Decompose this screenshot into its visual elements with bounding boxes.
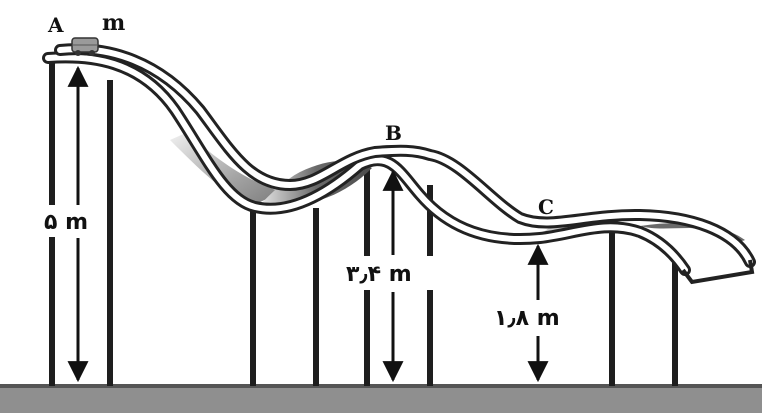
height-label-a: ۵ m [44,210,88,235]
track-shade-4 [640,222,745,242]
height-label-b-bg [342,256,442,290]
height-arrows [67,65,549,383]
ground-edge [0,384,762,388]
height-label-c-bg [490,300,588,334]
height-label-b: ۳٫۴ m [346,262,412,287]
back-rail [54,43,756,268]
mass-label: m [102,10,125,36]
point-c-label: C [538,195,554,219]
cart-icon [71,37,99,56]
point-b-label: B [385,121,402,145]
height-label-a-bg [40,205,106,237]
point-a-label: A [47,13,64,37]
front-rail [42,51,691,276]
height-label-c: ۱٫۸ m [494,306,560,331]
track-end-cap [681,259,755,285]
ground [0,386,762,413]
